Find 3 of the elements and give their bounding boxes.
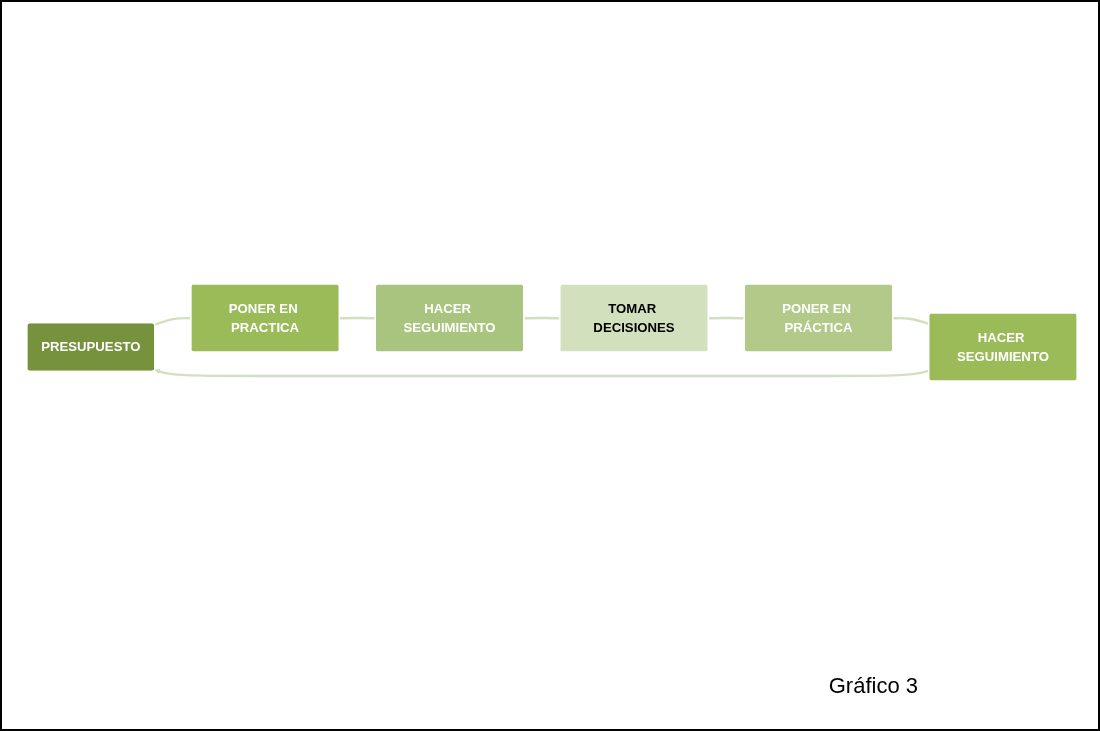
connector bbox=[708, 316, 745, 319]
connector bbox=[339, 316, 376, 319]
caption: Gráfico 3 bbox=[828, 673, 918, 699]
